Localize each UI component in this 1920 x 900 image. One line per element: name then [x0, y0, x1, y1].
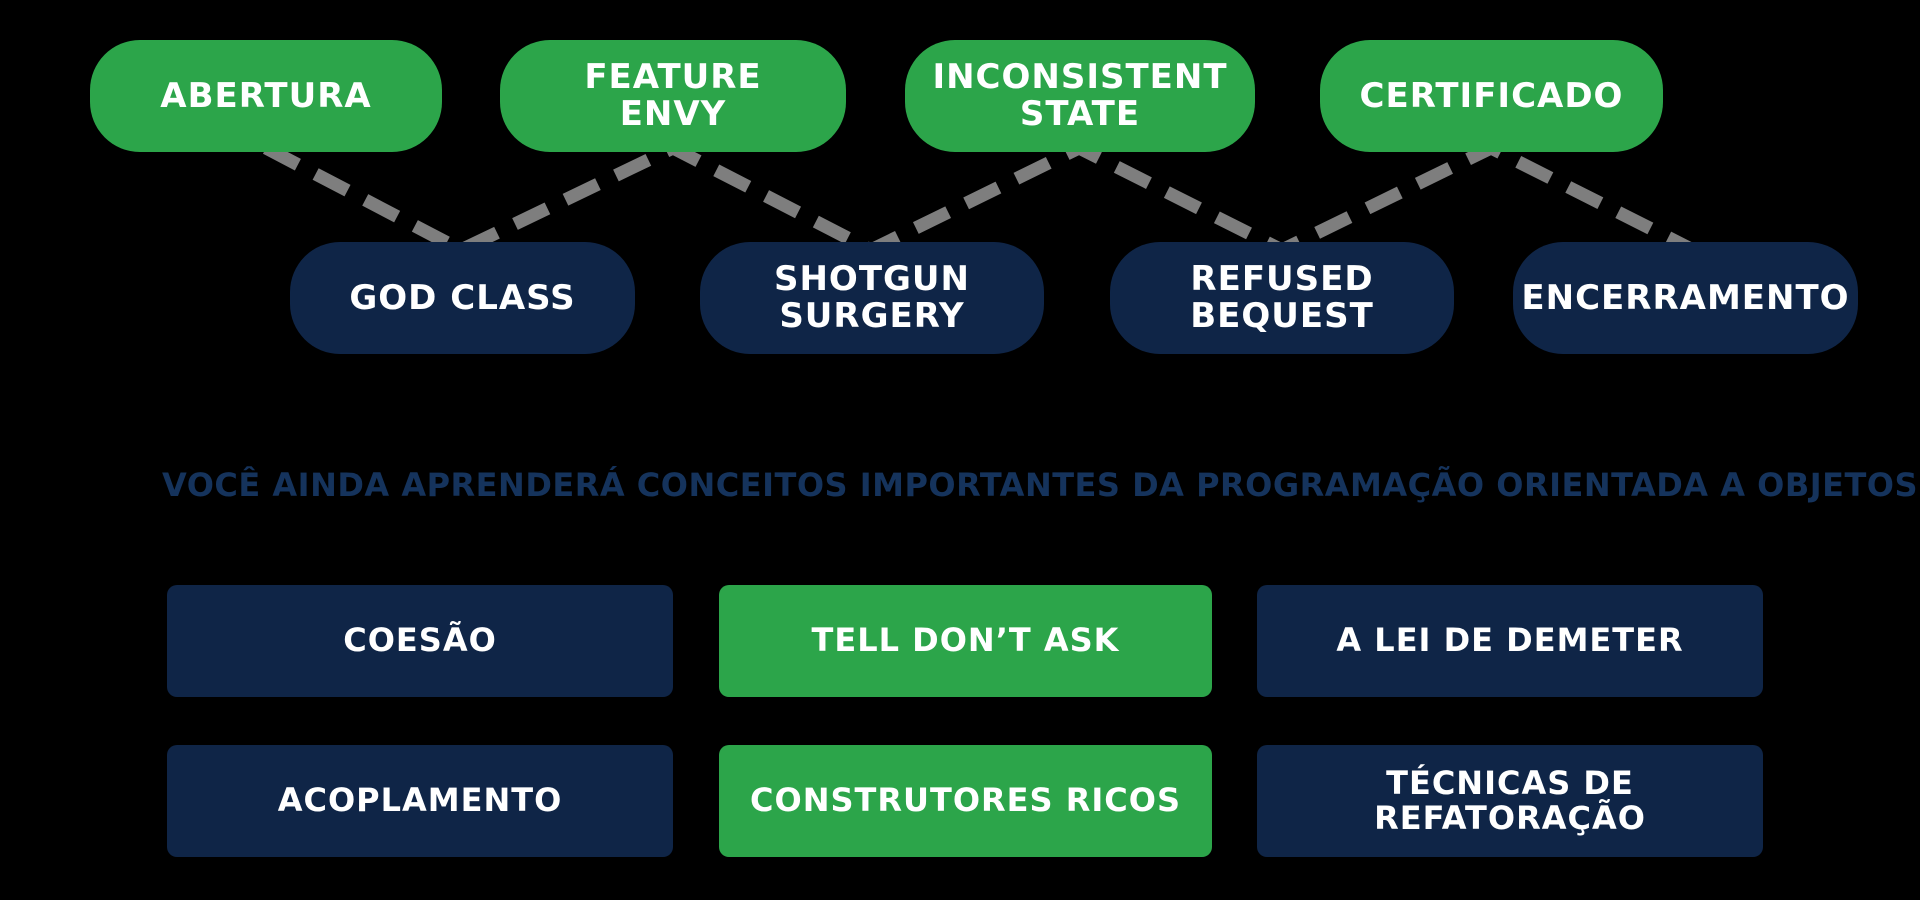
pill-certificado: CERTIFICADO	[1320, 40, 1663, 152]
concept-acoplamento: ACOPLAMENTO	[167, 745, 673, 857]
pill-encerramento: ENCERRAMENTO	[1513, 242, 1858, 354]
pill-god-class: GOD CLASS	[290, 242, 635, 354]
dashed-line	[262, 140, 1696, 258]
concept-construtores-ricos: CONSTRUTORES RICOS	[719, 745, 1212, 857]
pill-shotgun-surgery: SHOTGUN SURGERY	[700, 242, 1044, 354]
pill-feature-envy: FEATURE ENVY	[500, 40, 846, 152]
concept-lei-de-demeter: A LEI DE DEMETER	[1257, 585, 1763, 697]
concept-tecnicas-refatoracao: TÉCNICAS DE REFATORAÇÃO	[1257, 745, 1763, 857]
concept-tell-dont-ask: TELL DON’T ASK	[719, 585, 1212, 697]
section-title: VOCÊ AINDA APRENDERÁ CONCEITOS IMPORTANT…	[162, 466, 1919, 504]
pill-inconsistent-state: INCONSISTENT STATE	[905, 40, 1255, 152]
concept-coesao: COESÃO	[167, 585, 673, 697]
pill-refused-bequest: REFUSED BEQUEST	[1110, 242, 1454, 354]
pill-abertura: ABERTURA	[90, 40, 442, 152]
